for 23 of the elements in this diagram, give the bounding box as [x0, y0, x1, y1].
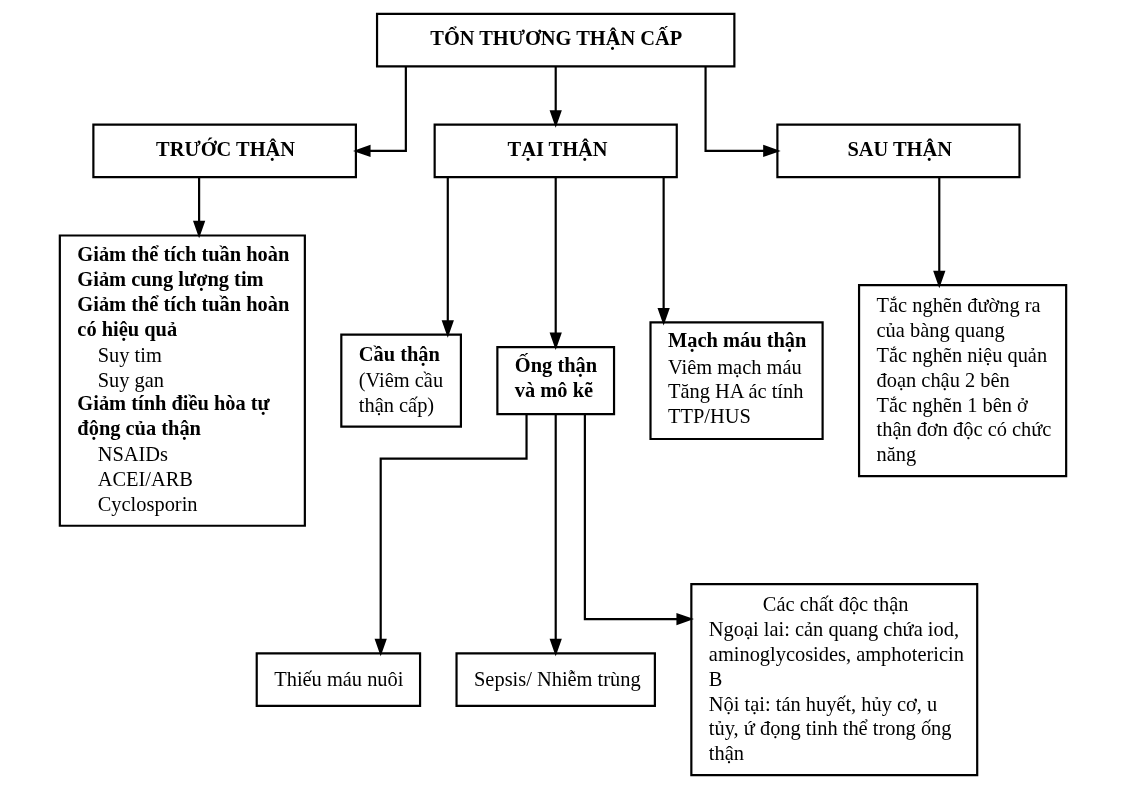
arrow	[192, 177, 205, 239]
node-box: TRƯỚC THẬN	[91, 123, 357, 179]
arrow	[932, 177, 945, 289]
arrow	[703, 66, 781, 158]
node-box: Sepsis/ Nhiễm trùng	[454, 652, 656, 707]
node-box: Giảm thể tích tuần hoàn Giảm cung lượng tim Giảm thể tích tuần hoàn có hiệu quả Suy tim Suy gan Giảm tính điều hòa tự động của thận NSAIDs ACEI/ARB Cyclosporin	[58, 234, 306, 527]
node-box: Thiếu máu nuôi	[255, 652, 421, 707]
node-box: Tắc nghẽn đường ra của bàng quang Tắc nghẽn niệu quản đoạn chậu 2 bên Tắc nghẽn 1 bên ở thận đơn độc có chức năng	[857, 284, 1067, 478]
arrow	[549, 66, 562, 128]
arrow	[374, 414, 528, 657]
arrow	[352, 66, 407, 158]
node-box: Các chất độc thận Ngoại lai: cản quang chứa iod, aminoglycosides, amphotericin B Nội tại: tán huyết, hủy cơ, u tủy, ứ đọng tinh thể trong ống thận	[689, 583, 978, 777]
arrow	[657, 177, 670, 326]
node-box: Cầu thận (Viêm cầu thận cấp)	[339, 333, 462, 428]
arrow	[441, 177, 454, 338]
arrow	[549, 414, 562, 657]
node-box: Ống thận và mô kẽ	[495, 346, 615, 416]
arrow	[583, 414, 694, 626]
arrow	[549, 177, 562, 351]
node-box: SAU THẬN	[775, 123, 1021, 179]
node-box: TẠI THẬN	[433, 123, 678, 179]
node-box: TỔN THƯƠNG THẬN CẤP	[375, 12, 735, 68]
node-box: Mạch máu thận Viêm mạch máu Tăng HA ác tính TTP/HUS	[648, 321, 824, 441]
